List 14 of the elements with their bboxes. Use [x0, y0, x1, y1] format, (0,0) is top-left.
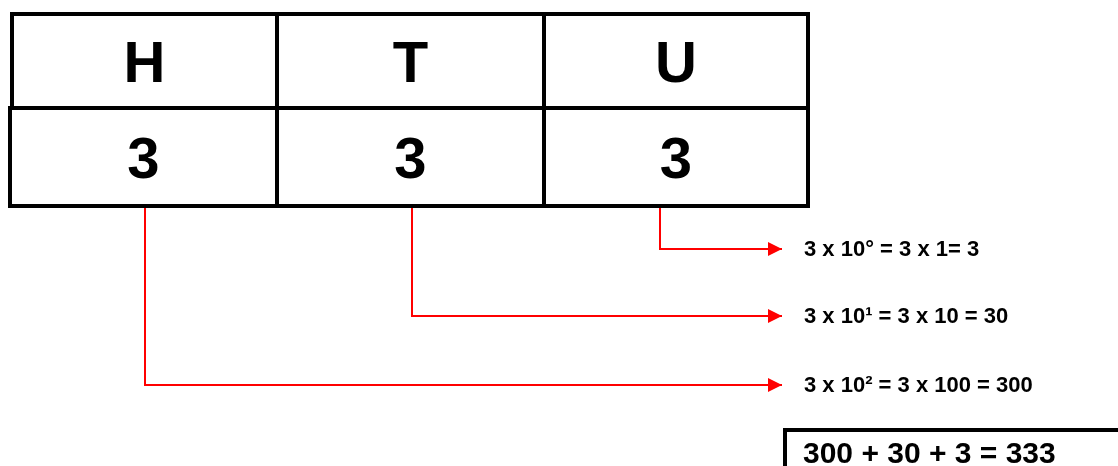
column-header-text: H [123, 27, 166, 95]
digit-text: 3 [127, 123, 160, 191]
equation-text: 3 x 10¹ = 3 x 10 = 30 [804, 303, 1009, 329]
arrow [144, 207, 783, 392]
arrow [659, 207, 783, 256]
column-header-text: U [655, 27, 697, 95]
digit-text: 3 [394, 123, 427, 191]
total-box [783, 428, 1118, 466]
equation-text: 3 x 10° = 3 x 1= 3 [804, 236, 980, 262]
sum-text: 300 + 30 + 3 = 333 [803, 436, 1056, 466]
arrow [411, 207, 783, 323]
digit-text: 3 [659, 123, 693, 191]
column-header-text: T [392, 27, 429, 95]
equation-text: 3 x 10² = 3 x 100 = 300 [804, 372, 1033, 398]
